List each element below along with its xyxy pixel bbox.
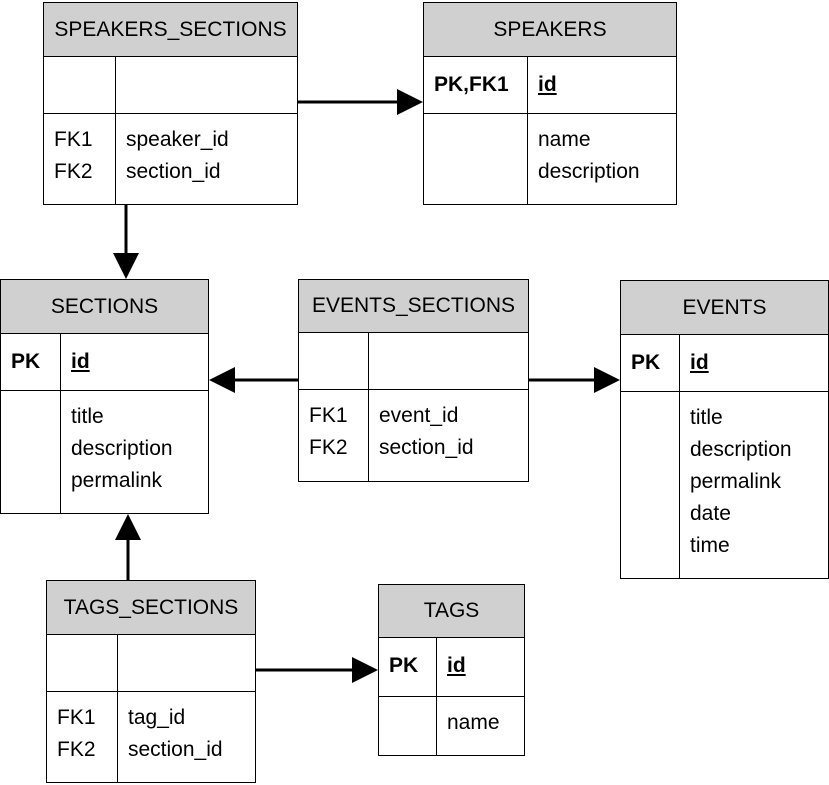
key-row: PK id	[621, 335, 828, 392]
key-column: PK	[1, 334, 61, 390]
field-list: speaker_id section_id	[126, 128, 229, 183]
field-list: title description permalink date time	[690, 406, 792, 557]
key-field	[118, 635, 255, 691]
table-header: SPEAKERS_SECTIONS	[44, 3, 297, 57]
field-list: event_id section_id	[379, 404, 474, 459]
key-field: id	[71, 350, 90, 373]
table-header: EVENTS	[621, 281, 828, 335]
key-field: id	[690, 351, 709, 374]
table-header: TAGS	[379, 585, 524, 638]
arrow-tags-sections-to-sections-head	[115, 514, 141, 540]
field-list: title description permalink	[71, 405, 173, 492]
table-events: EVENTS PK id title description permalink…	[620, 280, 829, 579]
key-column	[299, 333, 369, 389]
fk-column	[379, 697, 437, 755]
key-column: PK	[621, 335, 680, 391]
field-row: title description permalink	[1, 391, 208, 513]
fk-column	[424, 114, 528, 204]
field-row: FK1 FK2 event_id section_id	[299, 390, 528, 481]
table-speakers: SPEAKERS PK,FK1 id name description	[423, 2, 677, 205]
field-list: tag_id section_id	[128, 706, 223, 761]
key-row	[299, 333, 528, 390]
fk-column: FK1 FK2	[44, 114, 116, 204]
key-row	[47, 635, 255, 692]
field-list: name	[447, 711, 500, 734]
table-sections: SECTIONS PK id title description permali…	[0, 279, 209, 514]
key-row: PK id	[1, 334, 208, 391]
fk-column	[621, 392, 680, 578]
field-row: FK1 FK2 tag_id section_id	[47, 692, 255, 782]
table-header: EVENTS_SECTIONS	[299, 280, 528, 333]
fk-column: FK1 FK2	[299, 390, 369, 481]
key-row: PK,FK1 id	[424, 57, 676, 114]
key-row: PK id	[379, 638, 524, 697]
arrow-speakers-sections-to-speakers-head	[397, 89, 423, 115]
arrow-speakers-sections-to-sections-head	[113, 253, 139, 279]
key-column	[47, 635, 118, 691]
key-field	[116, 57, 297, 113]
field-row: name description	[424, 114, 676, 204]
key-column	[44, 57, 116, 113]
field-list: name description	[538, 128, 640, 183]
key-field	[369, 333, 528, 389]
table-header: SPEAKERS	[424, 3, 676, 57]
key-field: id	[538, 73, 557, 96]
table-tags-sections: TAGS_SECTIONS FK1 FK2 tag_id section_id	[46, 580, 256, 783]
field-row: FK1 FK2 speaker_id section_id	[44, 114, 297, 204]
key-field: id	[447, 654, 466, 677]
fk-column	[1, 391, 61, 513]
arrow-tags-sections-to-tags-head	[352, 657, 378, 683]
arrow-events-sections-to-events-head	[594, 367, 620, 393]
fk-column: FK1 FK2	[47, 692, 118, 782]
field-row: name	[379, 697, 524, 755]
table-tags: TAGS PK id name	[378, 584, 525, 756]
key-column: PK,FK1	[424, 57, 528, 113]
key-column: PK	[379, 638, 437, 696]
arrow-events-sections-to-sections-head	[209, 367, 235, 393]
key-row	[44, 57, 297, 114]
table-speakers-sections: SPEAKERS_SECTIONS FK1 FK2 speaker_id sec…	[43, 2, 298, 205]
table-header: TAGS_SECTIONS	[47, 581, 255, 635]
field-row: title description permalink date time	[621, 392, 828, 578]
table-events-sections: EVENTS_SECTIONS FK1 FK2 event_id section…	[298, 279, 529, 482]
table-header: SECTIONS	[1, 280, 208, 334]
